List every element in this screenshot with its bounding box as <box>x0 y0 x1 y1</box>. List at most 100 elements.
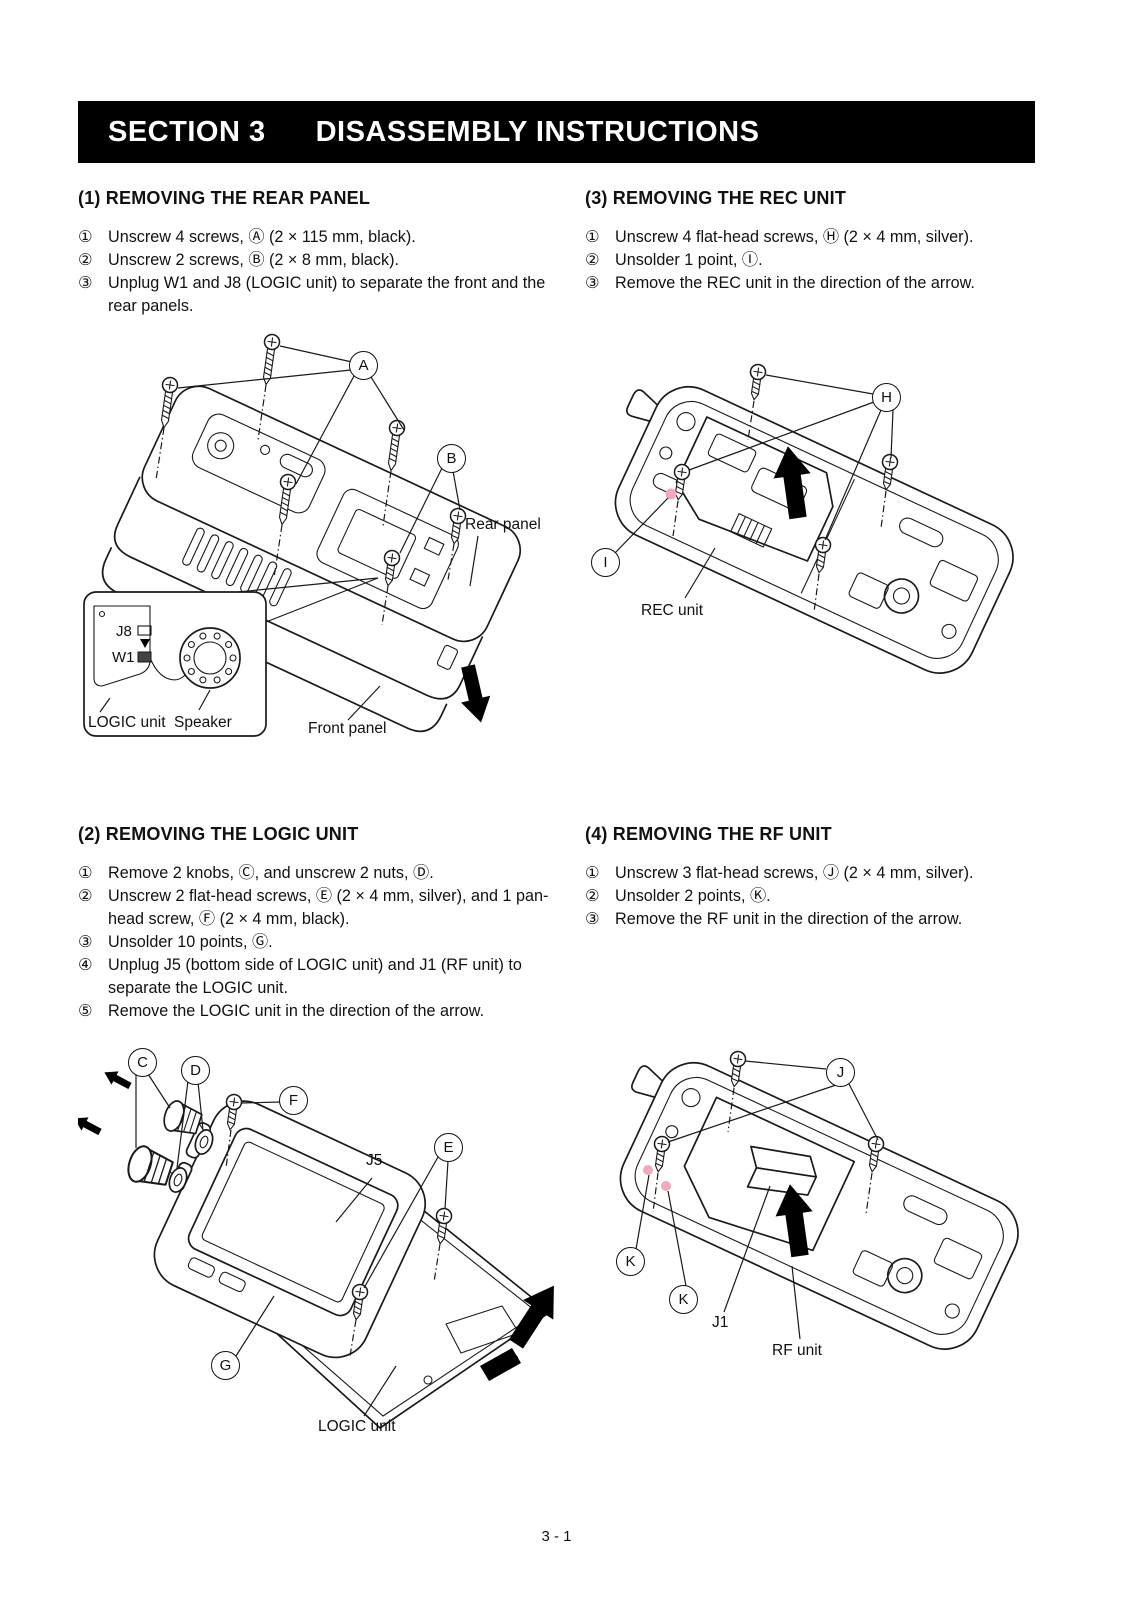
label-j1: J1 <box>712 1314 729 1331</box>
figure-rear-panel: A B Rear panel Front panel J8 W1 LOGIC u… <box>80 330 555 758</box>
step-number-icon: ① <box>78 228 93 246</box>
step-text: Remove the RF unit in the direction of t… <box>615 910 963 928</box>
page-title: DISASSEMBLY INSTRUCTIONS <box>315 115 760 148</box>
step-text: Unsolder 10 points, Ⓖ. <box>108 933 273 951</box>
label-rear-panel: Rear panel <box>465 516 541 533</box>
step-text: Unscrew 2 screws, Ⓑ (2 × 8 mm, black). <box>108 251 399 269</box>
step: ③ Remove the REC unit in the direction of… <box>585 272 1037 295</box>
section-heading: (4) REMOVING THE RF UNIT <box>585 824 832 844</box>
step-text: Remove the REC unit in the direction of … <box>615 274 975 292</box>
section-heading: (1) REMOVING THE REAR PANEL <box>78 188 371 208</box>
screw-icon <box>745 362 768 402</box>
label-logic-unit: LOGIC unit <box>88 714 166 731</box>
callout-d: D <box>181 1056 210 1085</box>
step-number-icon: ③ <box>585 910 600 928</box>
step-text: Unscrew 4 flat-head screws, Ⓗ (2 × 4 mm,… <box>615 228 974 246</box>
section-heading: (2) REMOVING THE LOGIC UNIT <box>78 824 359 844</box>
pull-arrow-icon <box>100 1065 134 1093</box>
step: ① Unscrew 3 flat-head screws, Ⓙ (2 × 4 mm… <box>585 862 1040 885</box>
chassis <box>619 1062 1019 1350</box>
logic-unit-drawing <box>78 1065 560 1429</box>
inset-box <box>83 591 267 737</box>
callout-k: K <box>616 1247 645 1276</box>
step: ④ Unplug J5 (bottom side of LOGIC unit) a… <box>78 954 558 1000</box>
step-number-icon: ③ <box>585 274 600 292</box>
section-rec-unit: (3) REMOVING THE REC UNIT ① Unscrew 4 fla… <box>585 188 1037 295</box>
section-logic-unit: (2) REMOVING THE LOGIC UNIT ① Remove 2 kn… <box>78 824 558 1023</box>
callout-e: E <box>434 1133 463 1162</box>
step: ② Unsolder 2 points, Ⓚ. <box>585 885 1040 908</box>
knob-icon <box>163 1100 203 1135</box>
step-list: ① Unscrew 3 flat-head screws, Ⓙ (2 × 4 mm… <box>585 862 1040 931</box>
step-text: Remove the LOGIC unit in the direction o… <box>108 1002 485 1020</box>
step-number-icon: ③ <box>78 274 93 292</box>
step-number-icon: ② <box>78 887 93 905</box>
step-number-icon: ② <box>585 251 600 269</box>
step-text: Unscrew 3 flat-head screws, Ⓙ (2 × 4 mm,… <box>615 864 974 882</box>
label-w1: W1 <box>112 649 135 666</box>
label-j5: J5 <box>366 1152 383 1169</box>
step-text: Unplug W1 and J8 (LOGIC unit) to separat… <box>108 274 546 315</box>
step: ② Unscrew 2 screws, Ⓑ (2 × 8 mm, black). <box>78 249 556 272</box>
step-list: ① Unscrew 4 screws, Ⓐ (2 × 115 mm, black)… <box>78 226 556 318</box>
step-text: Unplug J5 (bottom side of LOGIC unit) an… <box>108 956 522 997</box>
section-header-bar: SECTION 3 DISASSEMBLY INSTRUCTIONS <box>78 101 1035 163</box>
step: ② Unsolder 1 point, Ⓘ. <box>585 249 1037 272</box>
step-number-icon: ① <box>585 864 600 882</box>
step-number-icon: ② <box>78 251 93 269</box>
section-heading: (3) REMOVING THE REC UNIT <box>585 188 847 208</box>
solder-point <box>665 488 677 500</box>
step: ③ Unsolder 10 points, Ⓖ. <box>78 931 558 954</box>
step-number-icon: ② <box>585 887 600 905</box>
step: ① Remove 2 knobs, Ⓒ, and unscrew 2 nuts, … <box>78 862 558 885</box>
figure-rf-unit: J K K J1 RF unit <box>590 1014 1050 1416</box>
label-logic-unit: LOGIC unit <box>318 1418 396 1435</box>
figure-rec-unit: H I REC unit <box>585 340 1045 732</box>
chassis <box>614 386 1014 674</box>
step: ③ Unplug W1 and J8 (LOGIC unit) to separa… <box>78 272 556 318</box>
step-number-icon: ① <box>78 864 93 882</box>
callout-c: C <box>128 1048 157 1077</box>
solder-point <box>661 1181 671 1191</box>
step-number-icon: ⑤ <box>78 1002 93 1020</box>
step-number-icon: ① <box>585 228 600 246</box>
step: ② Unscrew 2 flat-head screws, Ⓔ (2 × 4 mm… <box>78 885 558 931</box>
rear-panel-drawing <box>83 332 522 737</box>
callout-f: F <box>279 1086 308 1115</box>
step-text: Unscrew 2 flat-head screws, Ⓔ (2 × 4 mm,… <box>108 887 549 928</box>
step: ③ Remove the RF unit in the direction of … <box>585 908 1040 931</box>
section-number: SECTION 3 <box>108 115 266 148</box>
label-rec-unit: REC unit <box>641 602 704 619</box>
step-number-icon: ③ <box>78 933 93 951</box>
knob-icon <box>127 1145 174 1186</box>
callout-b: B <box>437 444 466 473</box>
direction-arrow-icon <box>453 662 496 726</box>
callout-k: K <box>669 1285 698 1314</box>
label-speaker: Speaker <box>174 714 232 731</box>
step-text: Unsolder 2 points, Ⓚ. <box>615 887 771 905</box>
callout-j: J <box>826 1058 855 1087</box>
step: ① Unscrew 4 screws, Ⓐ (2 × 115 mm, black)… <box>78 226 556 249</box>
section-rf-unit: (4) REMOVING THE RF UNIT ① Unscrew 3 flat… <box>585 824 1040 931</box>
step: ① Unscrew 4 flat-head screws, Ⓗ (2 × 4 mm… <box>585 226 1037 249</box>
label-rf-unit: RF unit <box>772 1342 822 1359</box>
step-list: ① Remove 2 knobs, Ⓒ, and unscrew 2 nuts, … <box>78 862 558 1023</box>
page-number: 3 - 1 <box>541 1528 572 1545</box>
callout-a: A <box>349 351 378 380</box>
solder-point <box>643 1165 653 1175</box>
step-list: ① Unscrew 4 flat-head screws, Ⓗ (2 × 4 mm… <box>585 226 1037 295</box>
callout-i: I <box>591 548 620 577</box>
label-j8: J8 <box>116 623 132 640</box>
rec-unit-drawing <box>614 362 1014 674</box>
step-text: Unsolder 1 point, Ⓘ. <box>615 251 763 269</box>
down-arrow-icon <box>140 639 150 648</box>
pull-arrow-icon <box>78 1111 104 1139</box>
step-text: Unscrew 4 screws, Ⓐ (2 × 115 mm, black). <box>108 228 416 246</box>
callout-h: H <box>872 383 901 412</box>
figure-logic-unit: C D F E G J5 LOGIC unit <box>78 1030 560 1458</box>
step: ⑤ Remove the LOGIC unit in the direction … <box>78 1000 558 1023</box>
step-number-icon: ④ <box>78 956 93 974</box>
callout-g: G <box>211 1351 240 1380</box>
step-text: Remove 2 knobs, Ⓒ, and unscrew 2 nuts, Ⓓ… <box>108 864 434 882</box>
